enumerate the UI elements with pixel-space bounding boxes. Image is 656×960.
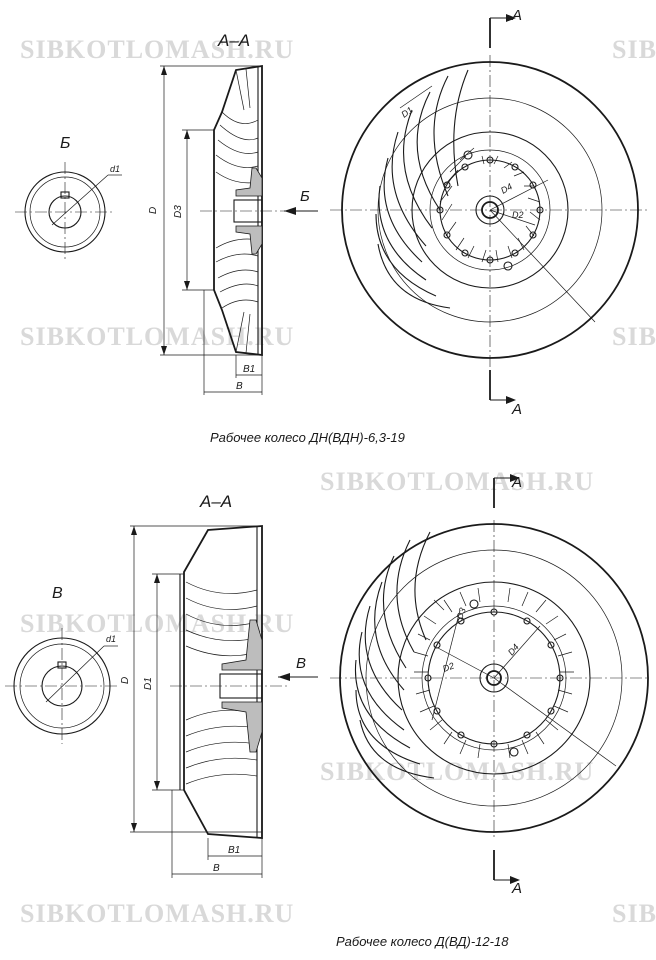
dim-D1: D1 <box>143 677 154 690</box>
dim-D2: D2 <box>441 661 455 674</box>
caption: Рабочее колесо ДН(ВДН)-6,3-19 <box>210 430 405 445</box>
section-profile: D D3 B1 <box>148 64 318 395</box>
watermark-text: SIBKOTLOMASH.RU <box>320 757 594 786</box>
watermarks: SIBKOTLOMASH.RU SIBKOTLOMASH.RU SIBKOTLO… <box>20 35 656 928</box>
hub-view: Б d1 <box>15 135 122 262</box>
top-drawing: А–А Б d1 D <box>15 7 650 445</box>
view-label: Б <box>60 135 70 152</box>
view-label: В <box>52 585 63 602</box>
watermark-text: SIBKOTLOMASH.RU <box>20 899 294 928</box>
watermark-text: SIBKOTLOMASH.RU <box>320 467 594 496</box>
section-profile: D D1 B1 B В <box>120 525 318 878</box>
dim-d1: d1 <box>110 164 120 174</box>
dim-B: B <box>213 863 220 874</box>
watermark-text: SIBKOTLOMASH.RU <box>612 899 656 928</box>
dim-D3: D3 <box>173 205 184 218</box>
cut-label: А <box>511 401 522 418</box>
watermark-text: SIBKOTLOMASH.RU <box>20 35 294 64</box>
dim-B1: B1 <box>228 845 240 856</box>
watermark-text: SIBKOTLOMASH.RU <box>612 35 656 64</box>
arrow-label: В <box>296 655 306 672</box>
hub-view: В d1 <box>5 585 120 744</box>
bottom-drawing: А–А В d1 D D1 <box>5 474 650 949</box>
cut-label: А <box>511 474 522 491</box>
watermark-text: SIBKOTLOMASH.RU <box>612 322 656 351</box>
dim-D4: D4 <box>499 181 514 195</box>
dim-d1: d1 <box>106 634 116 644</box>
watermark-text: SIBKOTLOMASH.RU <box>20 322 294 351</box>
section-title: А–А <box>217 31 250 50</box>
dim-D: D <box>120 677 131 684</box>
dim-B: B <box>236 381 243 392</box>
dim-D2: D2 <box>512 210 524 220</box>
dim-D: D <box>148 207 159 214</box>
dim-D3: D3 <box>454 606 467 620</box>
dim-B1: B1 <box>243 364 255 375</box>
wheel-front-view: D2 D3 D4 А А <box>330 474 650 897</box>
dim-D4: D4 <box>506 642 521 657</box>
wheel-front-view: D1 D4 D2 А А <box>330 7 650 418</box>
cut-label: А <box>511 7 522 24</box>
section-title: А–А <box>199 492 232 511</box>
arrow-label: Б <box>300 188 310 205</box>
caption: Рабочее колесо Д(ВД)-12-18 <box>336 934 509 949</box>
cut-label: А <box>511 880 522 897</box>
